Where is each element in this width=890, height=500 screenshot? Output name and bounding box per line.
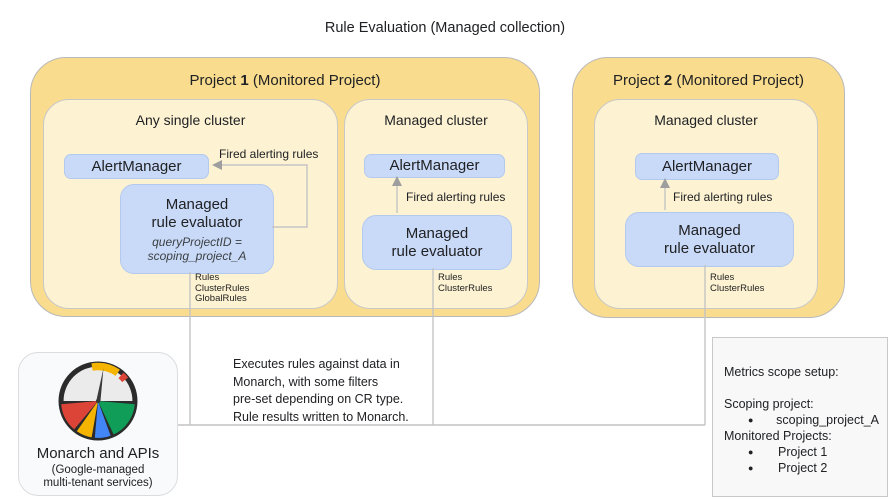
any-single-cluster-box: Any single cluster AlertManager Managed … [43,99,338,309]
rule-evaluator-label-2: Managed rule evaluator [391,224,483,260]
monitored-project-value: Project 1 [778,445,828,459]
monitored-project-value: Project 2 [778,461,828,475]
any-single-cluster-title: Any single cluster [135,112,246,128]
rule-type: ClusterRules [710,282,765,294]
project-1-title-prefix: Project [189,72,241,89]
metrics-scope-box: Metrics scope setup: Scoping project: ● … [712,337,888,497]
bullet-icon: ● [748,463,754,473]
rule-evaluator-note-1: queryProjectID = scoping_project_A [147,234,247,263]
alertmanager-label-1: AlertManager [91,157,182,175]
alertmanager-box-1: AlertManager [64,154,209,179]
metrics-scope-title: Metrics scope setup: [724,365,839,379]
monarch-box: Monarch and APIs (Google-managed multi-t… [18,352,178,496]
scoping-project-label: Scoping project: [724,397,814,411]
fired-alerting-rules-label-1: Fired alerting rules [219,147,319,161]
managed-cluster-box-2: Managed cluster AlertManager Managed rul… [594,99,818,309]
rules-execution-note: Executes rules against data in Monarch, … [233,357,409,424]
scoping-project-item: ● scoping_project_A [724,412,879,428]
rule-evaluator-box-1: Managed rule evaluator queryProjectID = … [120,184,274,274]
monarch-gauge-icon [58,361,138,441]
monitored-projects-label: Monitored Projects: [724,429,832,443]
rule-type: Rules [710,272,735,283]
project-2-title-suffix: (Monitored Project) [672,72,804,89]
monarch-subtitle: (Google-managed multi-tenant services) [43,464,153,489]
rule-types-list-1: Rules ClusterRules GlobalRules [195,272,250,305]
bullet-icon: ● [748,447,754,457]
alertmanager-label-3: AlertManager [661,157,753,175]
alertmanager-box-2: AlertManager [364,154,505,178]
project-2-title-number: 2 [663,72,673,89]
managed-cluster-box-1: Managed cluster AlertManager Managed rul… [344,99,528,309]
diagram-title: Rule Evaluation (Managed collection) [324,20,566,36]
rule-types-list-2: Rules ClusterRules [438,272,493,294]
rule-type: GlobalRules [195,293,247,304]
project-2-title: Project 2 (Monitored Project) [573,72,844,89]
rule-evaluator-label-1: Managed rule evaluator [151,195,243,231]
scoping-project-value: scoping_project_A [776,413,879,427]
rule-type: ClusterRules [195,282,250,294]
project-1-box: Project 1 (Monitored Project) Any single… [30,57,540,317]
rule-evaluator-box-3: Managed rule evaluator [625,212,794,267]
rule-type: Rules [195,272,220,283]
project-1-title-number: 1 [240,72,249,89]
alertmanager-box-3: AlertManager [635,153,779,180]
fired-alerting-rules-label-3: Fired alerting rules [673,190,773,204]
project-2-title-prefix: Project [613,72,664,89]
rule-type: ClusterRules [438,282,493,294]
monarch-title: Monarch and APIs [36,445,160,462]
project-1-title: Project 1 (Monitored Project) [31,72,539,89]
rule-evaluator-label-3: Managed rule evaluator [664,221,755,257]
project-2-box: Project 2 (Monitored Project) Managed cl… [572,57,845,318]
managed-cluster-title-1: Managed cluster [384,112,488,128]
fired-alerting-rules-label-2: Fired alerting rules [406,190,506,204]
alertmanager-label-2: AlertManager [389,157,480,174]
rule-types-list-3: Rules ClusterRules [710,272,765,294]
spacer [724,380,879,396]
managed-cluster-title-2: Managed cluster [654,112,758,128]
rule-evaluator-box-2: Managed rule evaluator [362,215,512,270]
rule-type: Rules [438,272,463,283]
project-1-title-suffix: (Monitored Project) [248,72,381,89]
bullet-icon: ● [748,415,754,425]
monitored-project-item: ● Project 2 [724,460,879,476]
monitored-project-item: ● Project 1 [724,444,879,460]
